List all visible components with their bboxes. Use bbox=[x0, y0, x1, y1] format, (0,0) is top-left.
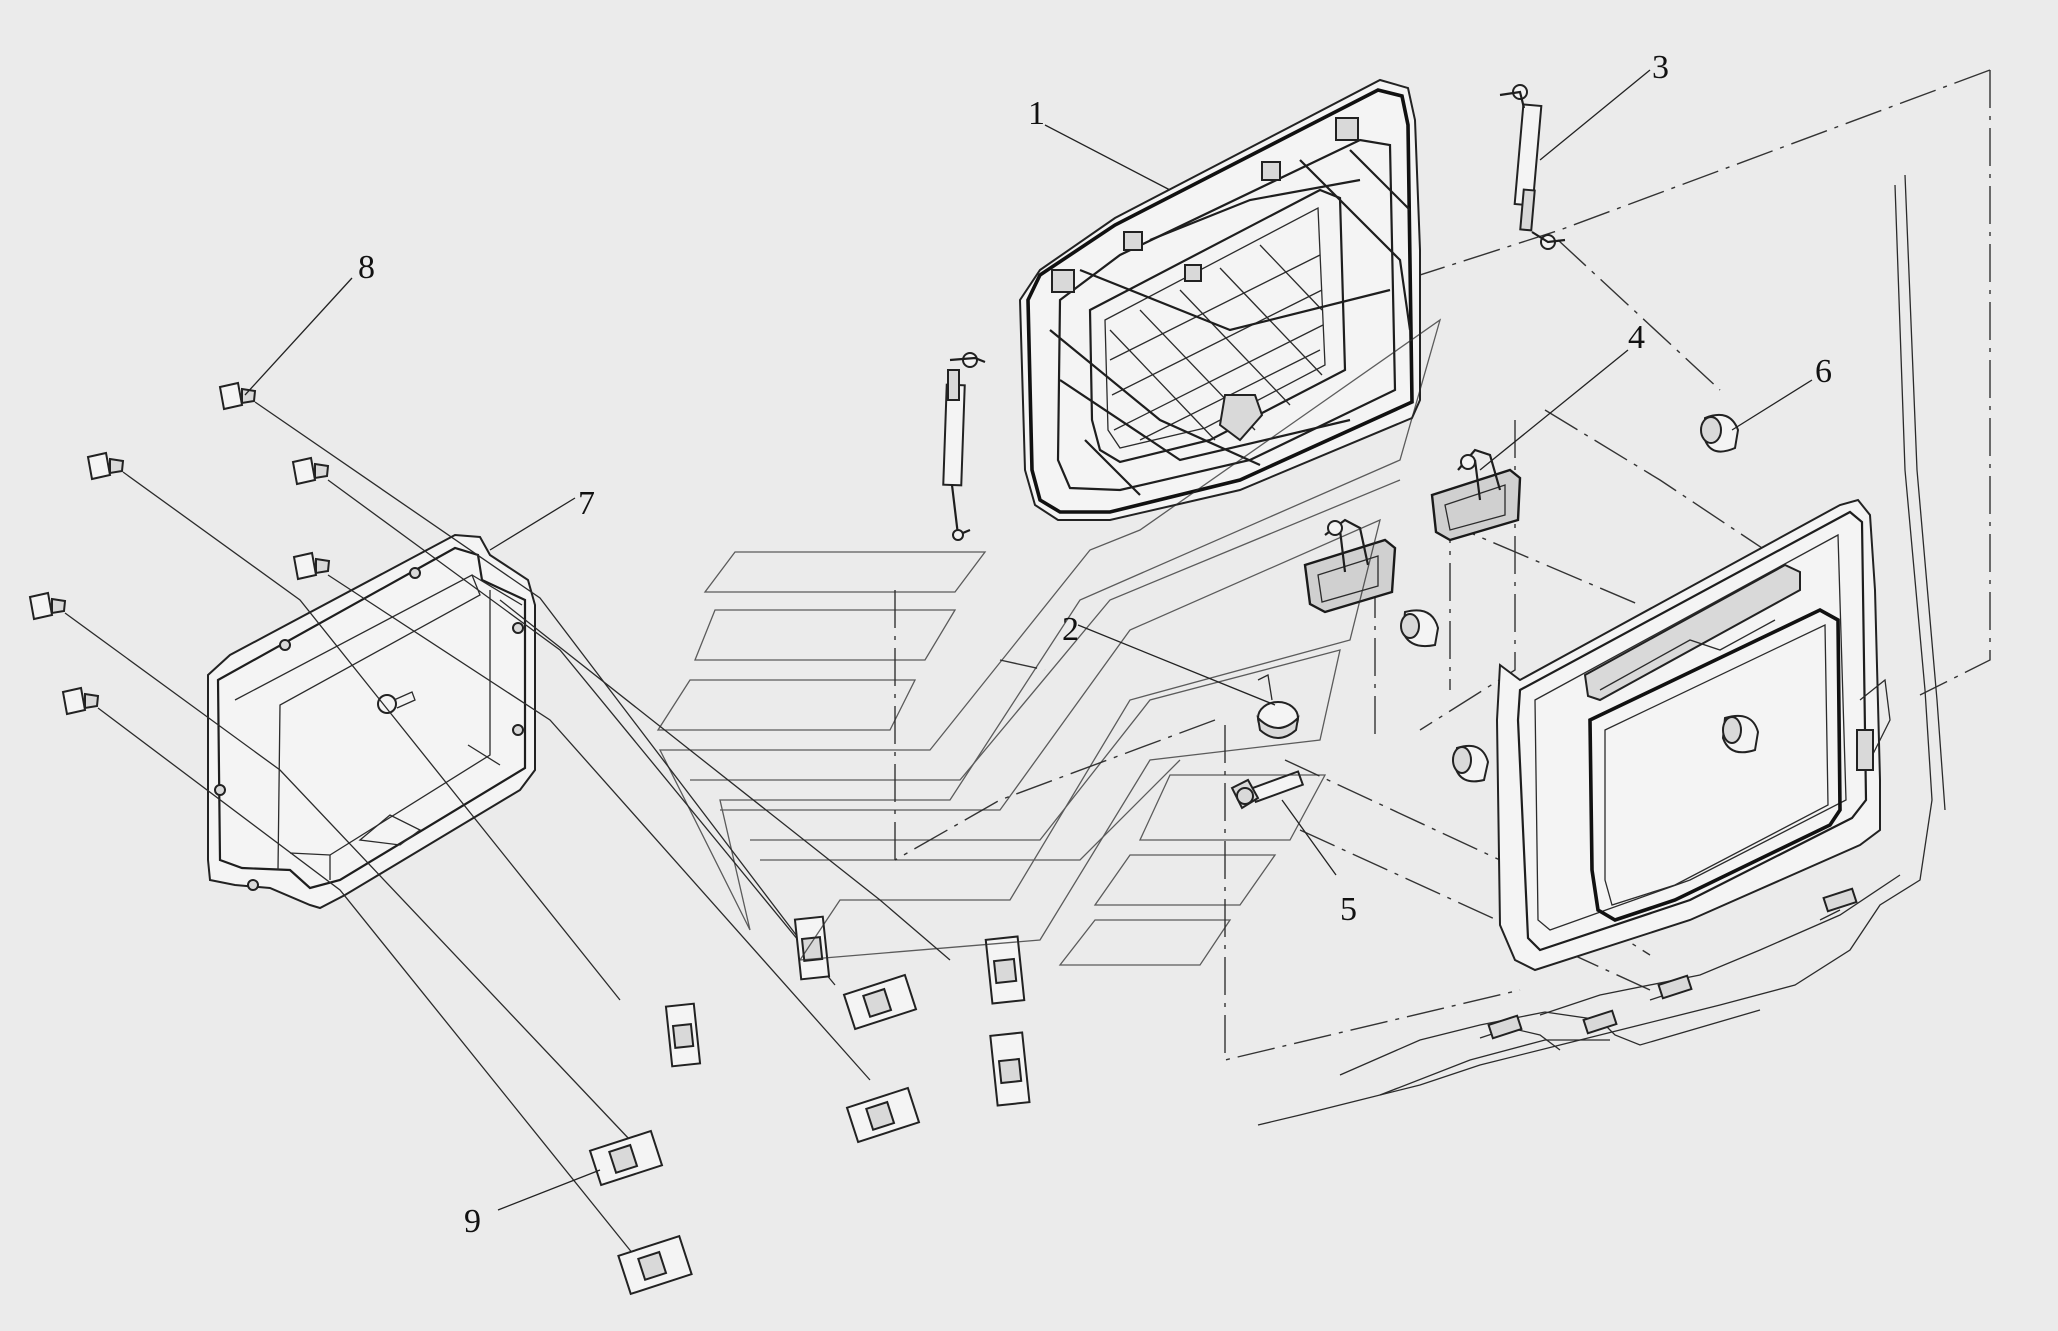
gas-strut-upper bbox=[1499, 84, 1566, 250]
rubber-stop-6-upper bbox=[1700, 414, 1740, 453]
gas-strut-lower bbox=[942, 352, 986, 541]
cab-opening-frame bbox=[1495, 498, 1891, 972]
clip-nuts-9 bbox=[588, 915, 1031, 1296]
callout-8: 8 bbox=[358, 249, 375, 286]
box-screw bbox=[377, 691, 416, 714]
callout-3: 3 bbox=[1652, 49, 1669, 86]
callout-9: 9 bbox=[464, 1203, 481, 1240]
cab-body-panel bbox=[1257, 174, 1946, 1126]
rubber-stop-center bbox=[1400, 609, 1440, 648]
callout-1: 1 bbox=[1028, 95, 1045, 132]
callout-2: 2 bbox=[1062, 611, 1079, 648]
door-panel bbox=[1018, 78, 1421, 521]
rubber-stop-frame-left bbox=[1452, 744, 1490, 783]
storage-box bbox=[207, 533, 536, 910]
push-rivets-8 bbox=[28, 381, 331, 716]
rivet-axis-lines bbox=[64, 401, 951, 1276]
leader-lines bbox=[244, 69, 1813, 1211]
callout-labels: 1 2 3 4 5 6 7 8 9 bbox=[358, 49, 1832, 1240]
callout-4: 4 bbox=[1628, 319, 1645, 356]
rubber-stop-frame-center bbox=[1721, 714, 1760, 754]
callout-7: 7 bbox=[578, 485, 595, 522]
watermark-logo bbox=[656, 318, 1442, 966]
bolt-5 bbox=[1230, 770, 1305, 810]
callout-5: 5 bbox=[1340, 891, 1357, 928]
callout-6: 6 bbox=[1815, 353, 1832, 390]
hinge-left bbox=[1303, 518, 1397, 614]
bumper-2 bbox=[1256, 674, 1300, 739]
hinge-right bbox=[1430, 448, 1522, 542]
